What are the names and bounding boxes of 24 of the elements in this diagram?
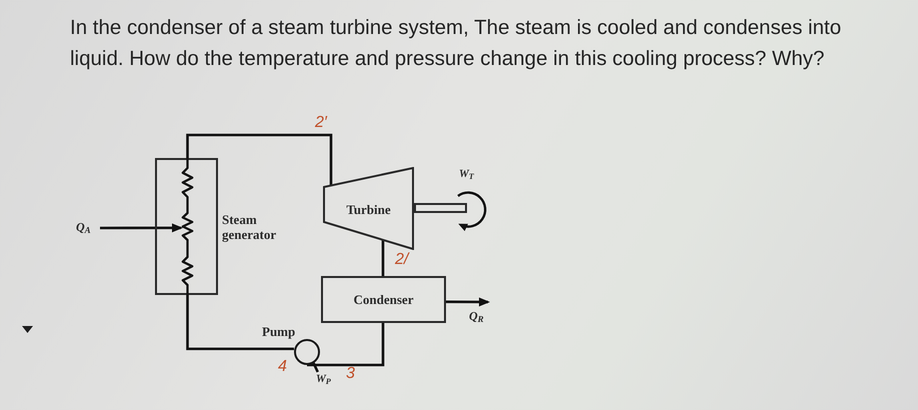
condensate-pipe: [307, 323, 384, 366]
steam-pipe: [186, 134, 332, 186]
state-number: 4: [278, 358, 287, 376]
leader-line: [312, 362, 319, 373]
feedwater-pipe: [186, 295, 294, 350]
condenser-box: [321, 276, 446, 323]
heating-coil: [181, 158, 194, 295]
steam-generator-box: [155, 158, 218, 295]
work-input-label: W$_{P}$: [316, 372, 331, 386]
edge-label: Q$_{A}$: [76, 220, 91, 234]
node-label: Turbine: [346, 202, 391, 217]
work-output-label: W$_{T}$: [459, 167, 474, 181]
question-text: In the condenser of a steam turbine system, The steam is cooled and condenses into liquid. How do the temperature and pressure change in this cooling process? Why?: [70, 15, 842, 72]
component-label: Pump: [262, 324, 296, 339]
edge-label: Q$_{R}$: [469, 309, 484, 323]
exhaust-pipe: [382, 240, 384, 276]
turbine: [323, 167, 414, 250]
component-label: Steam generator: [222, 212, 278, 242]
heat-input-arrow: [100, 223, 183, 232]
node-label: Condenser: [354, 292, 414, 307]
state-number: 2′: [315, 114, 327, 132]
state-number: 3: [346, 365, 355, 383]
heat-output-arrow: [446, 297, 490, 306]
state-number: 2/: [395, 251, 408, 269]
